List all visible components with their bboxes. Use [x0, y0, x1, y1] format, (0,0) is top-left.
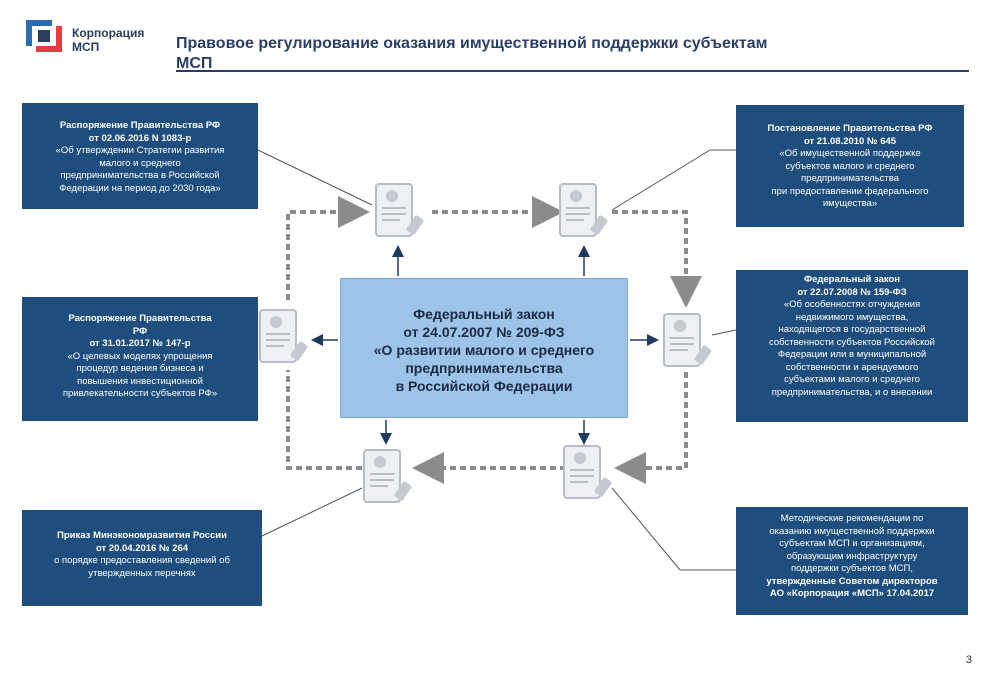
center-arrows: [311, 245, 659, 445]
logo-line-2: МСП: [72, 40, 100, 54]
logo-line-1: Корпорация: [72, 26, 145, 40]
doc-icon: [563, 445, 612, 499]
doc-icon: [559, 183, 608, 237]
box-methodical-recommendations: Методические рекомендации по оказанию им…: [736, 507, 968, 615]
doc-icon: [375, 183, 424, 237]
box-order-264: Приказ Минэкономразвития России от 20.04…: [22, 510, 262, 606]
box-law-159: Федеральный закон от 22.07.2008 № 159-ФЗ…: [736, 270, 968, 422]
box-resolution-645: Постановление Правительства РФ от 21.08.…: [736, 105, 964, 227]
dashed-loop: [286, 196, 702, 484]
box-order-1083: Распоряжение Правительства РФ от 02.06.2…: [22, 103, 258, 209]
logo: Корпорация МСП: [22, 14, 162, 58]
doc-icon: [363, 449, 412, 503]
logo-icon: [26, 20, 62, 52]
doc-icon: [259, 309, 308, 363]
thin-connectors: [257, 149, 737, 571]
title-divider: [176, 70, 969, 72]
box-order-147: Распоряжение Правительства РФ от 31.01.2…: [22, 297, 258, 421]
doc-icon: [663, 313, 712, 367]
page-number: 3: [965, 654, 972, 666]
central-law-box: Федеральный закон от 24.07.2007 № 209-ФЗ…: [340, 278, 628, 418]
page-title: Правовое регулирование оказания имуществ…: [176, 35, 768, 72]
